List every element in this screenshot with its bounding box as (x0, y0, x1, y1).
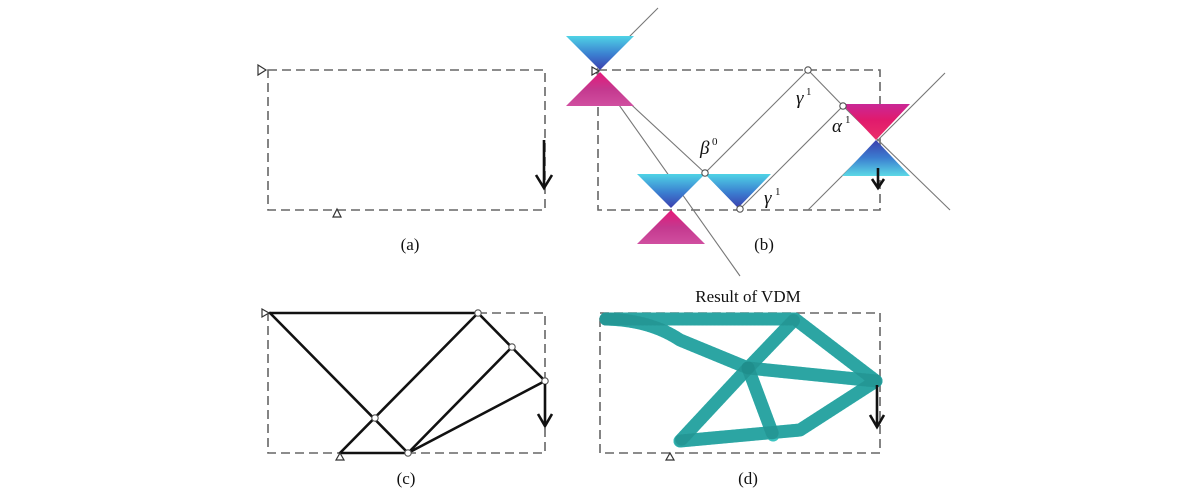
cone-top-left (566, 36, 634, 106)
panel-c: (c) (261, 307, 554, 488)
load-arrow (868, 385, 886, 430)
node (804, 66, 812, 74)
svg-text:α: α (832, 116, 843, 137)
node (404, 449, 412, 457)
node (736, 205, 744, 213)
caption-d: (d) (738, 469, 758, 488)
label-alpha: α 1 (832, 114, 851, 137)
design-domain-frame (267, 312, 546, 454)
vdm-topology (599, 312, 883, 448)
panel-b: β 0 γ 1 α 1 γ 1 (b) (566, 7, 951, 277)
svg-text:β: β (699, 138, 710, 159)
panel-title: Result of VDM (695, 287, 800, 306)
node (371, 414, 379, 422)
node (701, 169, 709, 177)
pin-support-left (257, 63, 268, 77)
node (508, 343, 516, 351)
design-domain-frame (267, 69, 546, 211)
pin-support-bottom (664, 451, 676, 461)
node (541, 377, 549, 385)
label-gamma-top: γ 1 (796, 86, 812, 109)
cone-bottom-center (637, 174, 771, 244)
load-arrow (870, 168, 886, 191)
panel-d: Result of VDM (d) (599, 287, 886, 488)
load-arrow (536, 384, 554, 429)
caption-b: (b) (754, 235, 774, 254)
caption-c: (c) (397, 469, 416, 488)
caption-a: (a) (401, 235, 420, 254)
load-arrow (534, 140, 554, 191)
svg-text:γ: γ (764, 188, 772, 209)
truss-members (268, 311, 547, 455)
pin-support-bottom (332, 207, 342, 218)
pin-support-bottom (334, 451, 346, 461)
panel-a: (a) (257, 63, 554, 254)
svg-text:1: 1 (845, 114, 851, 126)
pin-support-left (591, 65, 601, 77)
svg-text:0: 0 (712, 136, 718, 148)
node (474, 309, 482, 317)
pin-support-left (261, 307, 271, 319)
cone-right (842, 104, 910, 176)
label-beta: β 0 (699, 136, 718, 159)
svg-text:1: 1 (806, 86, 812, 98)
svg-text:γ: γ (796, 88, 804, 109)
svg-text:1: 1 (775, 186, 781, 198)
node (839, 102, 847, 110)
label-gamma-bottom: γ 1 (764, 186, 781, 209)
